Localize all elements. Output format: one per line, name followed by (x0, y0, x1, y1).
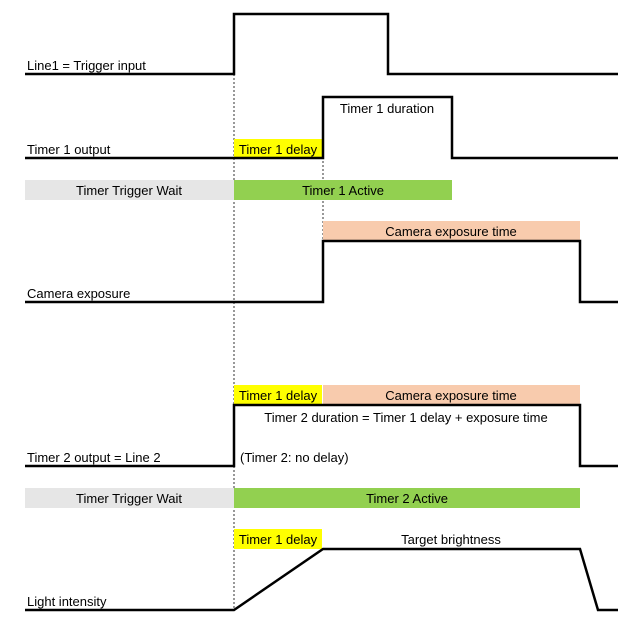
timer2-duration-label: Timer 2 duration = Timer 1 delay + expos… (264, 410, 547, 425)
timer2-output-label: Timer 2 output = Line 2 (27, 450, 161, 465)
timer2-active-band (234, 488, 580, 508)
timer1-delay-band-1 (234, 139, 322, 159)
camera-exposure-time-label-2: Camera exposure time (385, 388, 517, 403)
camera-exposure-time-label-1: Camera exposure time (385, 224, 517, 239)
camera-exposure-time-band-2 (323, 385, 580, 405)
camera-exposure-time-band-1 (323, 221, 580, 241)
light-intensity-label: Light intensity (27, 594, 107, 609)
timer1-delay-band-2 (234, 385, 322, 405)
timer1-delay-label-3: Timer 1 delay (239, 532, 318, 547)
target-brightness-label: Target brightness (401, 532, 501, 547)
camera-exposure-waveform (25, 239, 618, 304)
timer1-active-band (234, 180, 452, 200)
timer1-duration-label: Timer 1 duration (340, 101, 434, 116)
timer-trigger-wait-label-1: Timer Trigger Wait (76, 183, 182, 198)
timer1-delay-label-1: Timer 1 delay (239, 142, 318, 157)
camera-exposure-label: Camera exposure (27, 286, 130, 301)
timer2-output-waveform (25, 403, 618, 468)
line1-label: Line1 = Trigger input (27, 58, 146, 73)
timer1-output-waveform (25, 95, 618, 160)
timer1-active-label: Timer 1 Active (302, 183, 384, 198)
line1-waveform (25, 12, 618, 76)
timer2-active-label: Timer 2 Active (366, 491, 448, 506)
timer-trigger-wait-band-2 (25, 488, 234, 508)
timer1-output-label: Timer 1 output (27, 142, 111, 157)
timer-trigger-wait-label-2: Timer Trigger Wait (76, 491, 182, 506)
timer-trigger-wait-band-1 (25, 180, 234, 200)
light-intensity-waveform (25, 547, 618, 612)
timer2-no-delay-label: (Timer 2: no delay) (240, 450, 349, 465)
timer1-delay-band-3 (234, 529, 322, 549)
timer1-delay-label-2: Timer 1 delay (239, 388, 318, 403)
